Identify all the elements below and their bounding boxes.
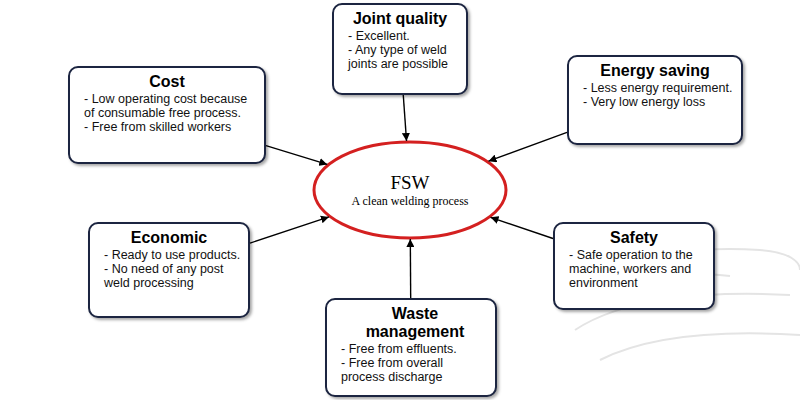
box-heading: Economic	[96, 229, 242, 247]
benefit-box: Economic- Ready to use products.- No nee…	[88, 222, 250, 318]
box-bullet: - Safe operation to the machine, workers…	[569, 248, 707, 290]
box-bullet: - Low operating cost because of consumab…	[84, 92, 258, 120]
box-bullet: - No need of any post weld processing	[104, 262, 242, 290]
arrow-connector	[266, 146, 327, 165]
arrow-connector	[403, 95, 406, 141]
arrow-connector	[488, 132, 567, 161]
benefit-box: Safety- Safe operation to the machine, w…	[553, 222, 715, 310]
box-bullet: - Ready to use products.	[104, 248, 242, 262]
benefit-box: Joint quality- Excellent.- Any type of w…	[332, 3, 468, 95]
arrow-connector	[250, 217, 329, 243]
benefit-box: Cost- Low operating cost because of cons…	[68, 66, 266, 164]
box-bullet: - Any type of weld joints are possible	[348, 43, 460, 71]
center-subtitle: A clean welding process	[352, 194, 469, 209]
center-title: FSW	[390, 172, 429, 194]
benefit-box: Waste management- Free from effluents.- …	[325, 298, 497, 397]
ellipse-text-area: FSWA clean welding process	[312, 140, 508, 240]
ellipse-shape	[314, 142, 506, 238]
box-bullet: - Less energy requirement.	[583, 81, 735, 95]
box-bullet: - Free from skilled workers	[84, 120, 258, 134]
center-ellipse: FSWA clean welding process	[312, 140, 508, 240]
box-bullet: - Excellent.	[348, 29, 460, 43]
box-heading: Joint quality	[340, 10, 460, 28]
box-bullet: - Very low energy loss	[583, 95, 735, 109]
box-bullet: - Free from effluents.	[341, 342, 489, 356]
box-heading: Energy saving	[575, 62, 735, 80]
arrow-connector	[491, 217, 553, 238]
box-heading: Safety	[561, 229, 707, 247]
benefit-box: Energy saving- Less energy requirement.-…	[567, 55, 743, 145]
box-heading: Waste management	[355, 305, 475, 341]
box-bullet: - Free from overall process discharge	[341, 356, 489, 384]
box-heading: Cost	[76, 73, 258, 91]
arrow-connector	[410, 239, 412, 298]
